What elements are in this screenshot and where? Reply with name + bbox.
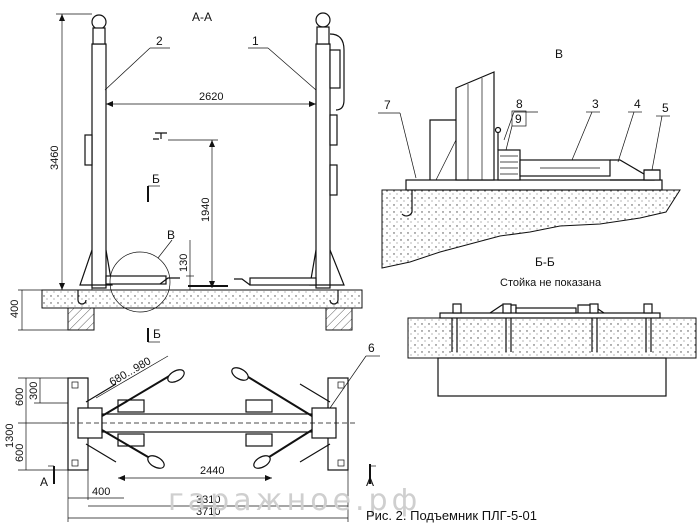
section-bb-title: Б-Б bbox=[535, 255, 555, 269]
foundation-slab bbox=[41, 289, 363, 309]
dim-arm-reach: 680...980 bbox=[95, 355, 169, 399]
section-bb-note: Стойка не показана bbox=[500, 277, 602, 289]
svg-text:2440: 2440 bbox=[200, 465, 224, 477]
section-bb-plate bbox=[439, 312, 661, 319]
callout-5: 5 bbox=[651, 101, 670, 171]
svg-text:600: 600 bbox=[14, 388, 26, 406]
callout-6: 6 bbox=[329, 341, 380, 409]
section-bb-slab bbox=[407, 317, 697, 359]
dim-left-stack: 600 300 1300 600 bbox=[4, 377, 68, 471]
dim-arm-height: 1940 bbox=[168, 139, 218, 288]
callout-1: 1 bbox=[248, 34, 317, 91]
detail-circle-v bbox=[109, 251, 171, 313]
svg-text:300: 300 bbox=[28, 382, 40, 400]
lifting-arms-floor bbox=[105, 275, 317, 287]
plan-left-post bbox=[67, 377, 103, 471]
svg-text:4: 4 bbox=[634, 97, 641, 111]
view-v-title: В bbox=[555, 47, 563, 61]
watermark: гаражное.рф bbox=[168, 483, 421, 518]
svg-text:2: 2 bbox=[156, 34, 163, 48]
view-v: В bbox=[378, 47, 681, 269]
section-aa-title: А-А bbox=[192, 10, 212, 24]
svg-text:400: 400 bbox=[9, 300, 21, 318]
plan-right-post bbox=[311, 377, 349, 471]
svg-text:9: 9 bbox=[515, 112, 522, 126]
section-bb-bolts bbox=[451, 303, 653, 352]
callout-9: 9 bbox=[505, 110, 527, 151]
svg-text:5: 5 bbox=[662, 101, 669, 115]
callout-7: 7 bbox=[378, 98, 417, 179]
svg-text:7: 7 bbox=[384, 98, 391, 112]
left-post bbox=[79, 14, 113, 290]
svg-text:1300: 1300 bbox=[4, 424, 16, 448]
foundation-footing-right bbox=[325, 307, 353, 331]
cut-mark-a-left: А bbox=[40, 465, 55, 489]
post-stub bbox=[429, 71, 495, 181]
svg-text:600: 600 bbox=[14, 444, 26, 462]
svg-text:3310: 3310 bbox=[196, 494, 220, 506]
dim-foundation-depth: 400 bbox=[9, 289, 68, 331]
callout-2: 2 bbox=[104, 34, 170, 91]
figure-caption: Рис. 2. Подъемник ПЛГ-5-01 bbox=[366, 508, 537, 523]
svg-text:2620: 2620 bbox=[199, 91, 223, 103]
arm-mechanism bbox=[494, 126, 661, 181]
ground-mass bbox=[381, 189, 681, 269]
dim-width-between-posts: 2620 bbox=[106, 91, 316, 107]
arm-top-marker bbox=[153, 132, 167, 140]
svg-text:1940: 1940 bbox=[200, 198, 212, 222]
dim-total-height: 3460 bbox=[49, 13, 92, 290]
svg-text:Б: Б bbox=[152, 172, 160, 186]
cut-mark-b-top: Б bbox=[147, 172, 160, 202]
anchor-hook-right bbox=[329, 290, 339, 305]
callout-4: 4 bbox=[617, 97, 642, 163]
cut-mark-a-right: А bbox=[366, 464, 376, 489]
svg-text:1: 1 bbox=[252, 34, 259, 48]
plan-arms bbox=[85, 367, 331, 469]
cut-mark-b-bottom: Б bbox=[147, 327, 161, 343]
detail-v-marker: В bbox=[167, 228, 175, 242]
section-bb-view: Б-Б Стойка не показана bbox=[407, 255, 697, 397]
dim-bottom-stack: 400 3310 3710 bbox=[67, 470, 349, 522]
svg-text:3710: 3710 bbox=[196, 506, 220, 518]
base-plate bbox=[405, 179, 663, 191]
plan-carriage bbox=[62, 399, 356, 447]
right-post bbox=[309, 12, 345, 289]
dim-arm-span: 2440 bbox=[118, 465, 272, 481]
svg-text:8: 8 bbox=[516, 97, 523, 111]
svg-text:А: А bbox=[366, 475, 374, 489]
foundation-footing-left bbox=[67, 307, 95, 331]
svg-text:6: 6 bbox=[368, 341, 375, 355]
svg-text:А: А bbox=[40, 475, 48, 489]
callout-3: 3 bbox=[571, 97, 600, 161]
svg-text:Б: Б bbox=[153, 327, 161, 341]
dim-pad-height: 130 bbox=[178, 240, 194, 290]
svg-text:3: 3 bbox=[592, 97, 599, 111]
anchor-bolt bbox=[401, 190, 413, 217]
section-aa-view: А-А bbox=[9, 10, 363, 331]
svg-text:130: 130 bbox=[178, 254, 190, 272]
svg-text:3460: 3460 bbox=[49, 146, 61, 170]
svg-text:680...980: 680...980 bbox=[108, 355, 154, 388]
anchor-hook-left bbox=[77, 290, 87, 305]
section-bb-pit bbox=[437, 357, 667, 397]
svg-text:400: 400 bbox=[92, 486, 110, 498]
